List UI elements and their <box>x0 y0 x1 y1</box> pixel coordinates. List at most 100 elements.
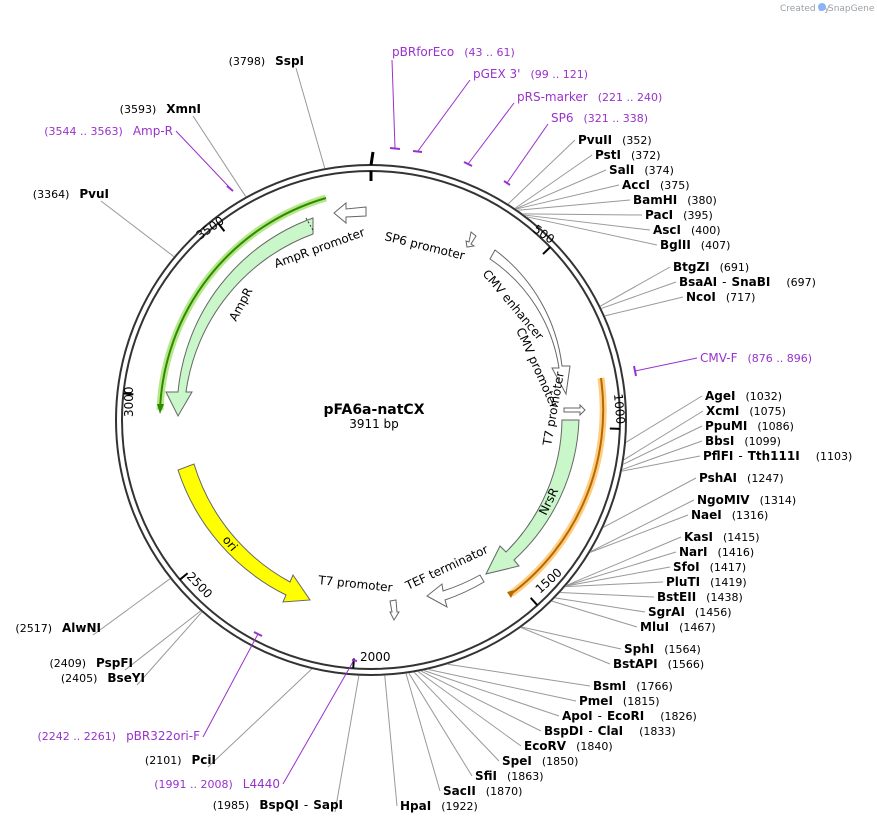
primer-name: pBRforEco <box>392 45 454 59</box>
enzyme-label-asci[interactable]: AscI(400) <box>653 223 721 237</box>
enzyme-position: (2517) <box>15 622 52 635</box>
enzyme-label-bbsi[interactable]: BbsI(1099) <box>705 434 781 448</box>
enzyme-position: (717) <box>726 291 756 304</box>
tick-label-2000: 2000 <box>360 650 391 664</box>
enzyme-name: NarI <box>679 545 708 559</box>
enzyme-label-hpai[interactable]: HpaI(1922) <box>400 799 478 813</box>
enzyme-name: SgrAI <box>648 605 685 619</box>
primer-leader-line <box>467 102 515 165</box>
primer-label-pbrforeco[interactable]: pBRforEco(43 .. 61) <box>392 45 515 59</box>
enzyme-label-bsaai[interactable]: BsaAI-SnaBI(697) <box>679 275 816 289</box>
enzyme-label-xcmi[interactable]: XcmI(1075) <box>706 404 786 418</box>
primer-labels: pBRforEco(43 .. 61) pGEX 3'(99 .. 121) pRS… <box>38 45 813 791</box>
enzyme-label-mlui[interactable]: MluI(1467) <box>640 620 716 634</box>
leader-line <box>124 610 201 671</box>
primer-label-pgex-3[interactable]: pGEX 3'(99 .. 121) <box>473 67 588 81</box>
enzyme-label-pvuii[interactable]: PvuII(352) <box>578 133 652 147</box>
feature-nrsr[interactable] <box>485 419 580 575</box>
primer-label-amp-r[interactable]: (3544 .. 3563)Amp-R <box>44 124 173 138</box>
feature-ori[interactable] <box>177 463 311 603</box>
enzyme-name: BsaAI <box>679 275 717 289</box>
leader-line <box>334 675 360 813</box>
enzyme-position: (352) <box>622 134 652 147</box>
enzyme-label-xmni[interactable]: (3593)XmnI <box>120 102 201 116</box>
enzyme-label-sfoi[interactable]: SfoI(1417) <box>673 560 746 574</box>
enzyme-label-bglii[interactable]: BglII(407) <box>660 238 730 252</box>
feature-label-sp6-promoter: SP6 promoter <box>383 229 466 262</box>
enzyme-label-bamhi[interactable]: BamHI(380) <box>633 193 717 207</box>
enzyme-label-ncoi[interactable]: NcoI(717) <box>686 290 755 304</box>
enzyme-name: NgoMIV <box>697 493 750 507</box>
enzyme-label-bspqi[interactable]: (1985)BspQI-SapI <box>213 798 343 812</box>
enzyme-label-pflfi[interactable]: PflFI-Tth111I(1103) <box>703 449 852 463</box>
enzyme-label-sgrai[interactable]: SgrAI(1456) <box>648 605 731 619</box>
leader-line <box>408 672 473 777</box>
enzyme-name: EcoRV <box>524 739 567 753</box>
feature-t7-promoter-right[interactable] <box>563 403 586 417</box>
enzyme-label-sali[interactable]: SalI(374) <box>609 163 674 177</box>
feature-tef-terminator[interactable] <box>426 574 485 609</box>
enzyme-label-acci[interactable]: AccI(375) <box>622 178 690 192</box>
leader-line <box>551 600 638 628</box>
leader-line <box>507 139 576 205</box>
enzyme-name: PstI <box>595 148 621 162</box>
enzyme-label-spei[interactable]: SpeI(1850) <box>502 754 578 768</box>
leader-line <box>566 536 682 586</box>
enzyme-label-nari[interactable]: NarI(1416) <box>679 545 754 559</box>
enzyme-label-ppumi[interactable]: PpuMI(1086) <box>705 419 794 433</box>
enzyme-label-btgzi[interactable]: BtgZI(691) <box>673 260 749 274</box>
leader-line <box>520 627 611 665</box>
enzyme-name: KasI <box>684 530 713 544</box>
primer-leader-line <box>202 633 259 738</box>
enzyme-position: (1566) <box>668 658 705 671</box>
enzyme-label-bstapi[interactable]: BstAPI(1566) <box>613 657 704 671</box>
tick-label-500: 500 <box>530 222 557 247</box>
enzyme-label-bsteii[interactable]: BstEII(1438) <box>657 590 743 604</box>
enzyme-label-sfii[interactable]: SfiI(1863) <box>475 769 544 783</box>
enzyme-label-paci[interactable]: PacI(395) <box>645 208 713 222</box>
enzyme-label-pvui[interactable]: (3364)PvuI <box>33 187 109 201</box>
enzyme-label-pcii[interactable]: (2101)PciI <box>145 753 216 767</box>
enzyme-label-bsmi[interactable]: BsmI(1766) <box>593 679 673 693</box>
feature-ampr[interactable] <box>165 217 314 418</box>
feature-t7-promoter-bottom[interactable] <box>389 599 400 622</box>
enzyme-separator: - <box>588 724 592 738</box>
enzyme-label-kasi[interactable]: KasI(1415) <box>684 530 760 544</box>
enzyme-label-bspdi[interactable]: BspDI-ClaI(1833) <box>544 724 676 738</box>
enzyme-position: (380) <box>687 194 717 207</box>
enzyme-label-ecorv[interactable]: EcoRV (1840) <box>524 739 613 753</box>
enzyme-label-sspi[interactable]: (3798)SspI <box>229 54 304 68</box>
enzyme-position: (1840) <box>576 740 613 753</box>
enzyme-label-ngomiv[interactable]: NgoMIV(1314) <box>697 493 796 507</box>
feature-sp6-promoter[interactable] <box>465 231 477 248</box>
enzyme-label-pspfi[interactable]: (2409)PspFI <box>49 656 133 670</box>
enzyme-name: XcmI <box>706 404 739 418</box>
enzyme-name-secondary: EcoRI <box>607 709 644 723</box>
enzyme-position: (1316) <box>732 509 769 522</box>
primer-name: CMV-F <box>700 351 738 365</box>
enzyme-label-psti[interactable]: PstI(372) <box>595 148 661 162</box>
leader-line <box>565 566 671 587</box>
enzyme-label-alwni[interactable]: (2517)AlwNI <box>15 621 101 635</box>
primer-label-prs-marker[interactable]: pRS-marker(221 .. 240) <box>517 90 662 104</box>
primer-label-sp6[interactable]: SP6(321 .. 338) <box>551 111 648 125</box>
enzyme-position: (3798) <box>229 55 266 68</box>
primer-label-pbr322ori-f[interactable]: (2242 .. 2261)pBR322ori-F <box>38 729 201 743</box>
enzyme-label-pluti[interactable]: PluTI(1419) <box>666 575 747 589</box>
primer-label-l4440[interactable]: (1991 .. 2008)L4440 <box>154 777 280 791</box>
enzyme-label-pshai[interactable]: PshAI(1247) <box>699 471 784 485</box>
feature-ampr-promoter[interactable] <box>333 201 367 225</box>
feature-cmv-enhancer[interactable] <box>489 249 571 396</box>
enzyme-label-agei[interactable]: AgeI(1032) <box>705 389 782 403</box>
enzyme-label-pmei[interactable]: PmeI(1815) <box>579 694 659 708</box>
leader-line <box>92 578 171 636</box>
enzyme-label-naei[interactable]: NaeI(1316) <box>691 508 768 522</box>
enzyme-position: (1766) <box>636 680 673 693</box>
enzyme-label-sphi[interactable]: SphI(1564) <box>624 642 701 656</box>
enzyme-labels-right: PvuII(352)PstI(372)SalI(374)AccI(375)Bam… <box>400 133 852 813</box>
enzyme-label-apoi[interactable]: ApoI-EcoRI(1826) <box>562 709 697 723</box>
enzyme-label-sacii[interactable]: SacII(1870) <box>443 784 522 798</box>
enzyme-label-bseyi[interactable]: (2405)BseYI <box>61 671 145 685</box>
enzyme-name: SalI <box>609 163 634 177</box>
primer-label-cmv-f[interactable]: CMV-F(876 .. 896) <box>700 351 812 365</box>
